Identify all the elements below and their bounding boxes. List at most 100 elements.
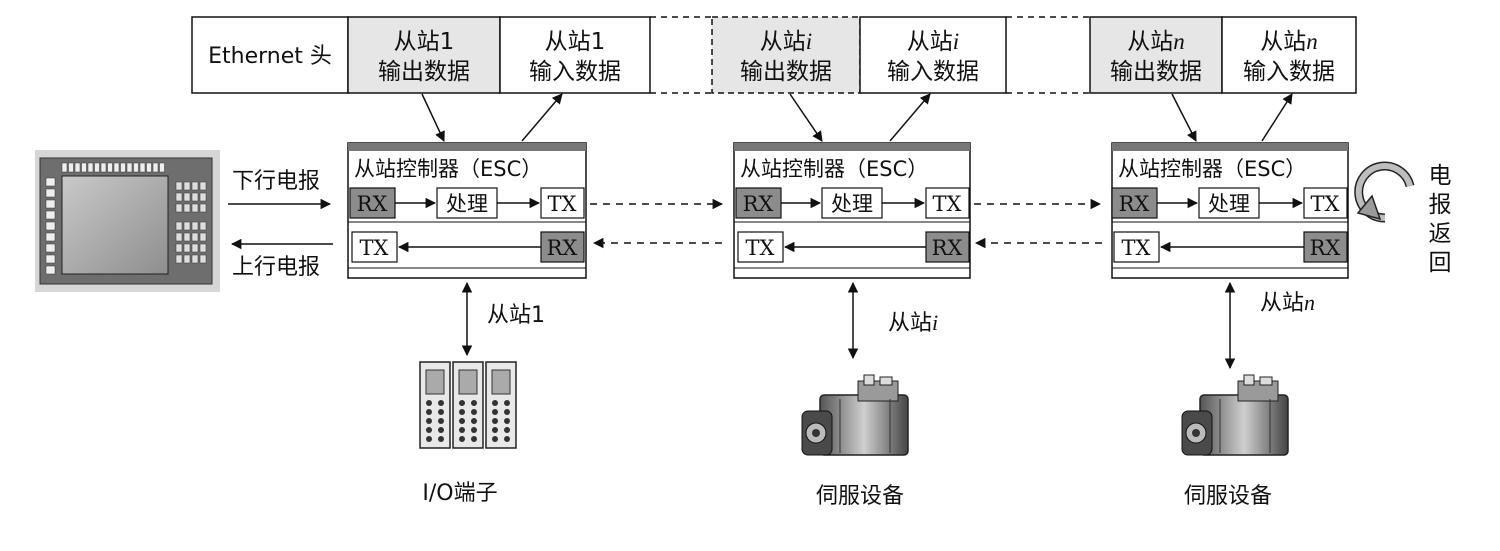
io-module-window [458,369,478,395]
panel-key [159,162,165,173]
process-label: 处理 [1208,192,1250,216]
panel-key [61,162,68,173]
master-keypad [45,162,207,275]
panel-key [199,203,207,213]
panel-key [183,221,191,231]
panel-key [175,232,183,242]
tx-block-up [1113,231,1160,263]
rx-block-down [735,187,782,219]
tx-label-up: TX [1122,236,1151,260]
read-arrow-n [1171,93,1197,142]
io-terminal-screw [426,400,432,406]
panel-key [146,162,152,173]
esc-title: 从站控制器（ESC） [354,157,542,181]
panel-key [191,243,199,253]
slaven-input-line1: 从站n [1260,29,1318,55]
servo-motor-icon [1181,374,1289,456]
panel-key [183,232,191,242]
process-label: 处理 [831,192,873,216]
rx-label-down: RX [357,192,388,216]
panel-key [199,181,207,191]
io-terminal-screw [471,427,477,433]
rx-block-down [349,187,396,219]
write-arrow-n [1261,93,1293,142]
esc-top-bar [1112,143,1348,151]
io-terminal-screw [459,400,465,406]
esc-slave1: 从站控制器（ESC） RX 处理 TX TX RX [347,142,587,279]
io-device-label: I/O端子 [422,481,497,506]
read-arrow-i [789,93,823,142]
io-terminal-screw [426,409,432,415]
esc-top-bar [348,143,586,151]
rx-block-up [925,231,970,263]
io-module-window [425,369,445,395]
return-label-4: 回 [1429,250,1452,276]
io-terminal-screw [504,427,510,433]
panel-key [45,221,56,231]
rx-block-down [1111,187,1158,219]
panel-key [120,162,126,173]
panel-key [45,232,56,242]
panel-key [45,254,56,264]
panel-key [139,162,146,173]
rx-label-up: RX [932,236,963,260]
panel-key [183,243,191,253]
slaven-output-line2: 输出数据 [1110,59,1202,85]
tx-label-up: TX [746,236,775,260]
io-module-window [491,369,511,395]
panel-key [183,254,191,264]
tx-label-down: TX [1311,192,1340,216]
io-terminal-screw [438,409,444,415]
tx-label-down: TX [548,192,577,216]
slaven-input-line2: 输入数据 [1243,59,1335,85]
slaven-input-cell [1221,16,1357,94]
slavei-input-line2: 输入数据 [887,59,979,85]
panel-key [199,221,207,231]
io-terminal-screw [438,418,444,424]
io-terminal-screw [459,427,465,433]
panel-key [175,203,183,213]
tx-label-up: TX [360,236,389,260]
io-terminal-screw [504,436,510,442]
panel-key [191,221,199,231]
rx-label-up: RX [1310,236,1341,260]
panel-key [45,243,56,253]
io-terminal-screw [492,409,498,415]
slavei-output-line1: 从站i [760,29,812,55]
servo-i-label: 伺服设备 [816,484,904,509]
io-terminal-screw [438,436,444,442]
panel-key [191,232,199,242]
panel-key [191,203,199,213]
tx-block-down [1303,187,1348,219]
panel-key [175,192,183,202]
io-terminal-screw [471,436,477,442]
return-label-2: 报 [1429,192,1452,218]
rx-block-up [540,231,585,263]
frame-header-label: Ethernet 头 [208,44,332,69]
downlink-label: 下行电报 [232,169,320,194]
slave1-output-line1: 从站1 [394,29,455,55]
tx-block-down [540,187,585,219]
panel-key [191,181,199,191]
panel-key [152,162,159,173]
slavei-output-line2: 输出数据 [740,59,832,85]
panel-key [191,254,199,264]
slavei-input-cell [859,16,1007,94]
slavei-input-line1: 从站i [907,29,959,55]
master-controller [35,150,220,292]
panel-key [199,192,207,202]
return-label-3: 返 [1429,221,1452,247]
tx-block-down [925,187,970,219]
slaven-output-line1: 从站n [1127,29,1185,55]
servo-motor-icon [801,374,909,456]
slave1-name: 从站1 [487,303,545,328]
return-label-1: 电 [1429,163,1452,189]
slaven-name: 从站n [1260,290,1315,316]
panel-key [45,188,56,198]
io-terminal-screw [459,436,465,442]
panel-key [87,162,94,173]
io-terminal-screw [504,400,510,406]
panel-key [133,162,139,173]
panel-key [191,192,199,202]
